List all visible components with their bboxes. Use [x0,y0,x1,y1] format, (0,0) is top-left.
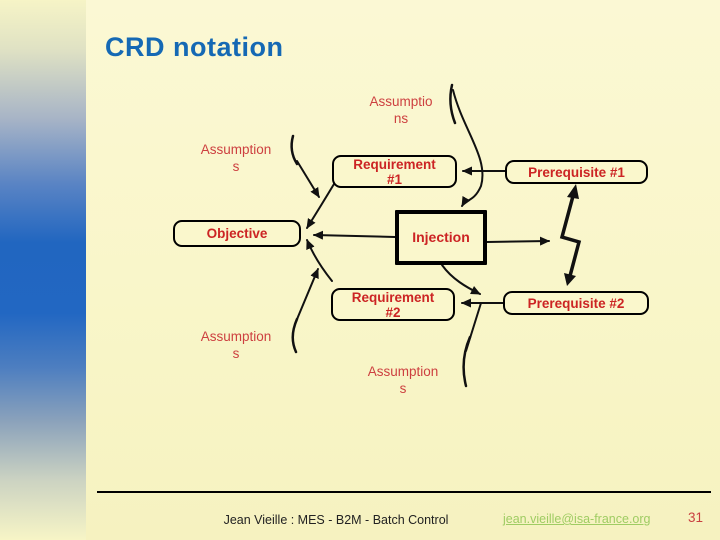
arrow-injection-to-objective [313,230,396,240]
label-assumptions-left-upper: Assumption s [200,142,272,174]
label-assumptions-top: Assumptio ns [369,94,433,126]
lightning-connector [559,194,582,278]
line-assumptions-top-to-injection [452,89,484,207]
lightning-head-down [564,273,576,286]
node-prerequisite-2: Prerequisite #2 [503,291,649,315]
lightning-head-up [567,184,579,199]
node-objective: Objective [173,220,301,247]
line-assumption-bottom [465,302,482,352]
footer-credit: Jean Vieille : MES - B2M - Batch Control [223,513,449,527]
label-assumptions-left-lower: Assumption s [200,329,272,361]
tick-assumptions-top [449,83,457,125]
node-injection: Injection [395,210,487,265]
arrow-req1-to-objective [306,183,335,229]
node-prerequisite-1: Prerequisite #1 [505,160,648,184]
footer-divider [97,491,711,493]
node-requirement-1: Requirement #1 [332,155,457,188]
arrow-injection-to-lightning [486,236,550,246]
node-requirement-2: Requirement #2 [331,288,455,321]
arrow-req2-to-objective [306,239,333,282]
arrow-injection-to-prereq2-line [441,264,481,295]
page-number: 31 [688,510,704,525]
label-assumptions-bottom: Assumption s [367,364,439,396]
left-gradient-bar [0,0,86,540]
tick-assumptions-left-upper [290,134,299,166]
slide-title: CRD notation [105,32,284,62]
footer-email-link[interactable]: jean.vieille@isa-france.org [503,512,651,526]
line-assumption-left-lower [294,268,319,325]
line-assumption-left-upper [296,160,320,198]
